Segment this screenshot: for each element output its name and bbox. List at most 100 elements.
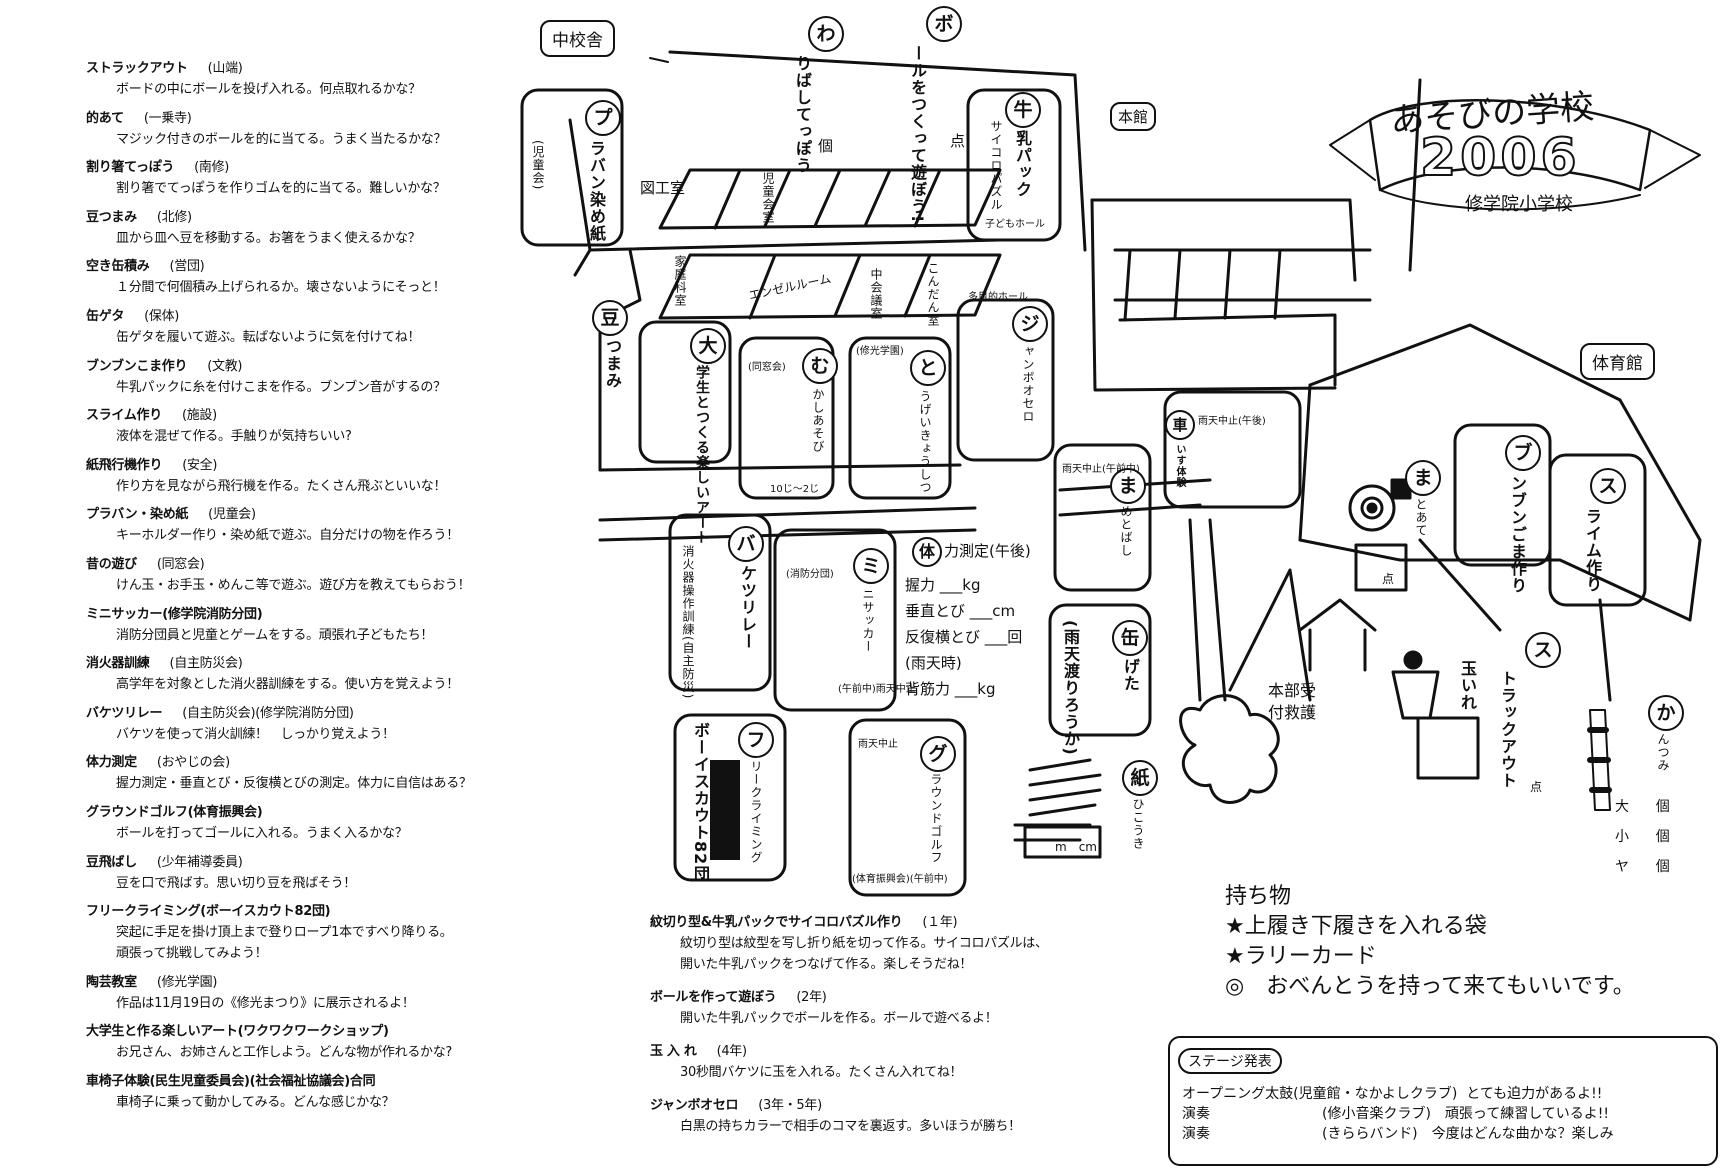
list-item: スライム作り(施設)液体を混ぜて作る。手触りが気持ちいい? [86, 408, 352, 445]
booth-free-sub: ボーイスカウト82団 [691, 722, 710, 883]
booth-puraban: ラバン染め紙 [587, 140, 606, 242]
belongings-item: ★ラリーカード [1225, 944, 1377, 969]
booth-puraban-sub: (児童会) [531, 140, 545, 191]
list-item: ボールを作って遊ぼう(2年)開いた牛乳パックでボールを作る。ボールで遊べるよ！ [650, 990, 998, 1026]
stage-row: 演奏(きららバンド) 今度はどんな曲かな？楽しみ [1182, 1126, 1614, 1142]
list-item: 消火器訓練(自主防災会)高学年を対象とした消火器訓練をする。使い方を覚えよう！ [86, 656, 459, 693]
belongings: 持ち物 ★上履き下履きを入れる袋 ★ラリーカード ◎ おべんとうを持って来てもい… [1225, 882, 1635, 1002]
stage-row: 演奏(修小音楽クラブ) 頑張って練習しているよ!! [1182, 1106, 1610, 1122]
list-item: ミニサッカー(修学院消防分団)消防分団員と児童とゲームをする。頑張れ子どもたち！ [86, 606, 434, 643]
room-craft: 図工室 [640, 179, 686, 197]
booth-soccer: ニサッカー [861, 588, 875, 653]
booth-tamaire: 玉いれ [1458, 660, 1477, 711]
mark-mukashi: む [802, 348, 838, 384]
mark-free: フ [738, 722, 774, 758]
booth-golf: ラウンドゴルフ [929, 773, 943, 864]
list-item: 紋切り型&牛乳パックでサイコロパズル作り(１年)紋切り型は紋型を写し折り紙を切っ… [650, 915, 1048, 972]
mark-strike: ス [1525, 632, 1561, 668]
mark-bucket: バ [728, 526, 764, 562]
list-item: 豆つまみ(北修)皿から皿へ豆を移動する。お箸をうまく使えるかな？ [86, 209, 421, 246]
booth-kangeta: げた [1121, 658, 1140, 692]
list-item: 車椅子体験(民生児童委員会)(社会福祉協議会)合同車椅子に乗って動かしてみる。ど… [86, 1073, 395, 1110]
booth-milk-sub: サイコロパズル [989, 120, 1003, 211]
mark-ball: ボ [926, 6, 962, 42]
mark-kuruma: 車 [1165, 410, 1195, 440]
list-item: フリークライミング(ボーイスカウト82団)突起に手足を掛け頂上まで登りロープ1本… [86, 904, 453, 962]
booth-kangeta-sub: (雨天渡りろうか) [1061, 620, 1080, 756]
ball-unit: 点 [950, 132, 966, 150]
fitness-row: 背筋力 ___kg [905, 680, 996, 698]
booth-art: 学生とつくる楽しいアート [694, 365, 710, 545]
list-item: 昔の遊び(同窓会)けん玉・お手玉・めんこ等で遊ぶ。遊び方を教えてもらおう！ [86, 556, 471, 593]
golf-org: (体育振興会)(午前中) [852, 874, 948, 885]
list-item: ジャンボオセロ(3年・5年)白黒の持ちカラーで相手のコマを裏返す。多いほうが勝ち… [650, 1098, 1021, 1134]
fitness-row: 垂直とび ___cm [905, 602, 1016, 620]
kan-row: ヤ 個 [1615, 859, 1670, 875]
booth-free: リークライミング [749, 760, 763, 864]
mark-tairyoku: 体 [912, 537, 942, 567]
stage-lines: オープニング太鼓(児童館・なかよしクラブ) とても迫力があるよ!! 演奏(修小音… [1182, 1084, 1614, 1144]
mark-touki: と [910, 350, 946, 386]
room-consult: こんだん室 [926, 262, 940, 327]
golf-note: 雨天中止 [858, 739, 898, 750]
booth-tairyoku: 力測定(午後) [944, 542, 1031, 560]
mukashi-org: (同窓会) [748, 362, 786, 373]
activity-list: ストラックアウト(山端)ボードの中にボールを投げ入れる。何点取れるかな？ 的あて… [86, 58, 606, 1120]
waribashi-unit: 個 [818, 137, 834, 155]
room-multipurpose: 多目的ホール [968, 292, 1028, 303]
climbing-wall [710, 760, 740, 860]
belongings-item: ★上履き下履きを入れる袋 [1225, 914, 1487, 939]
booth-mame: つまみ [603, 338, 622, 389]
mark-waribashi: わ [808, 16, 844, 52]
booth-mato: とあて [1414, 498, 1428, 537]
grade-activity-list: 紋切り型&牛乳パックでサイコロパズル作り(１年)紋切り型は紋型を写し折り紙を切っ… [650, 912, 1170, 1149]
mark-golf: グ [920, 736, 956, 772]
belongings-heading: 持ち物 [1225, 884, 1292, 909]
booth-touki: うげいきょうしつ [918, 390, 932, 494]
mark-kami: 紙 [1122, 760, 1158, 796]
list-item: 紙飛行機作り(安全)作り方を見ながら飛行機を作る。たくさん飛ぶといいな！ [86, 457, 447, 494]
booth-kami: ひこうき [1131, 798, 1145, 850]
list-item: 豆飛ばし(少年補導委員)豆を口で飛ばす。思い切り豆を飛ばそう！ [86, 854, 357, 891]
kan-row: 大 個 [1615, 799, 1670, 815]
label-main-building: 本館 [1110, 102, 1157, 131]
list-item: 玉 入 れ(4年)30秒間バケツに玉を入れる。たくさん入れてね！ [650, 1044, 963, 1080]
booth-kuruma: いす体験 [1174, 444, 1185, 488]
mark-puraban: プ [585, 100, 621, 136]
stage-box: ステージ発表 オープニング太鼓(児童館・なかよしクラブ) とても迫力があるよ!!… [1168, 1036, 1718, 1166]
mark-bunbun: ブ [1505, 435, 1541, 471]
list-item: 大学生と作る楽しいアート(ワクワクワークショップ)お兄さん、お姉さんと工作しよう… [86, 1024, 453, 1061]
list-item: ブンブンこま作り(文教)牛乳パックに糸を付けこまを作る。ブンブン音がするの？ [86, 358, 446, 395]
booth-bucket-sub: 消火器操作訓練(自主防災) [681, 545, 695, 700]
mark-milk: 牛 [1005, 92, 1041, 128]
fitness-row: 反復横とび ___回 [905, 628, 1023, 646]
room-home-ec: 家庭科室 [673, 255, 687, 307]
list-item: 割り箸てっぽう(南修)割り箸でてっぽうを作りゴムを的に当てる。難しいかな？ [86, 160, 446, 197]
list-item: 的あて(一乗寺)マジック付きのボールを的に当てる。うまく当たるかな？ [86, 110, 447, 147]
booth-ball: ールをつくって遊ぼう! [908, 45, 927, 224]
booth-kan: んつみ [1656, 733, 1670, 772]
strike-unit: 点 [1530, 780, 1543, 794]
mametobashi-note: 雨天中止(午前中) [1062, 464, 1140, 475]
booth-mametobashi: めとばし [1119, 505, 1133, 557]
mark-mametobashi: ま [1110, 468, 1146, 504]
list-item: 空き缶積み(営団)１分間で何個積み上げられるか。壊さないようにそっと！ [86, 259, 446, 296]
mark-soccer: ミ [853, 548, 889, 584]
mark-mato: ま [1405, 460, 1441, 496]
booth-waribashi: りばしてっぽう [793, 55, 812, 174]
belongings-item: ◎ おべんとうを持って来てもいいです。 [1225, 974, 1635, 999]
fitness-row: (雨天時) [905, 654, 962, 672]
soccer-note: (午前中)雨天中止 [838, 684, 916, 695]
room-kids-hall: 子どもホール [985, 219, 1045, 230]
mark-kangeta: 缶 [1112, 620, 1148, 656]
room-meeting: 中会議室 [869, 268, 883, 320]
list-item: 缶ゲタ(保体)缶ゲタを履いて遊ぶ。転ばないように気を付けてね！ [86, 308, 421, 345]
list-item: 陶芸教室(修光学園)作品は11月19日の《修光まつり》に展示されるよ！ [86, 974, 415, 1011]
list-item: グラウンドゴルフ(体育振興会)ボールを打ってゴールに入れる。うまく入るかな？ [86, 804, 408, 841]
list-item: 体力測定(おやじの会)握力測定・垂直とび・反復横とびの測定。体力に自信はある？ [86, 755, 472, 792]
mark-slime: ス [1590, 468, 1626, 504]
hq-label: 本部受付救護 [1268, 681, 1317, 722]
kami-units: m cm [1055, 840, 1097, 854]
fitness-list: 握力 ___kg 垂直とび ___cm 反復横とび ___回 (雨天時) 背筋力… [905, 572, 1022, 702]
booth-milk: 乳パック [1013, 130, 1032, 198]
